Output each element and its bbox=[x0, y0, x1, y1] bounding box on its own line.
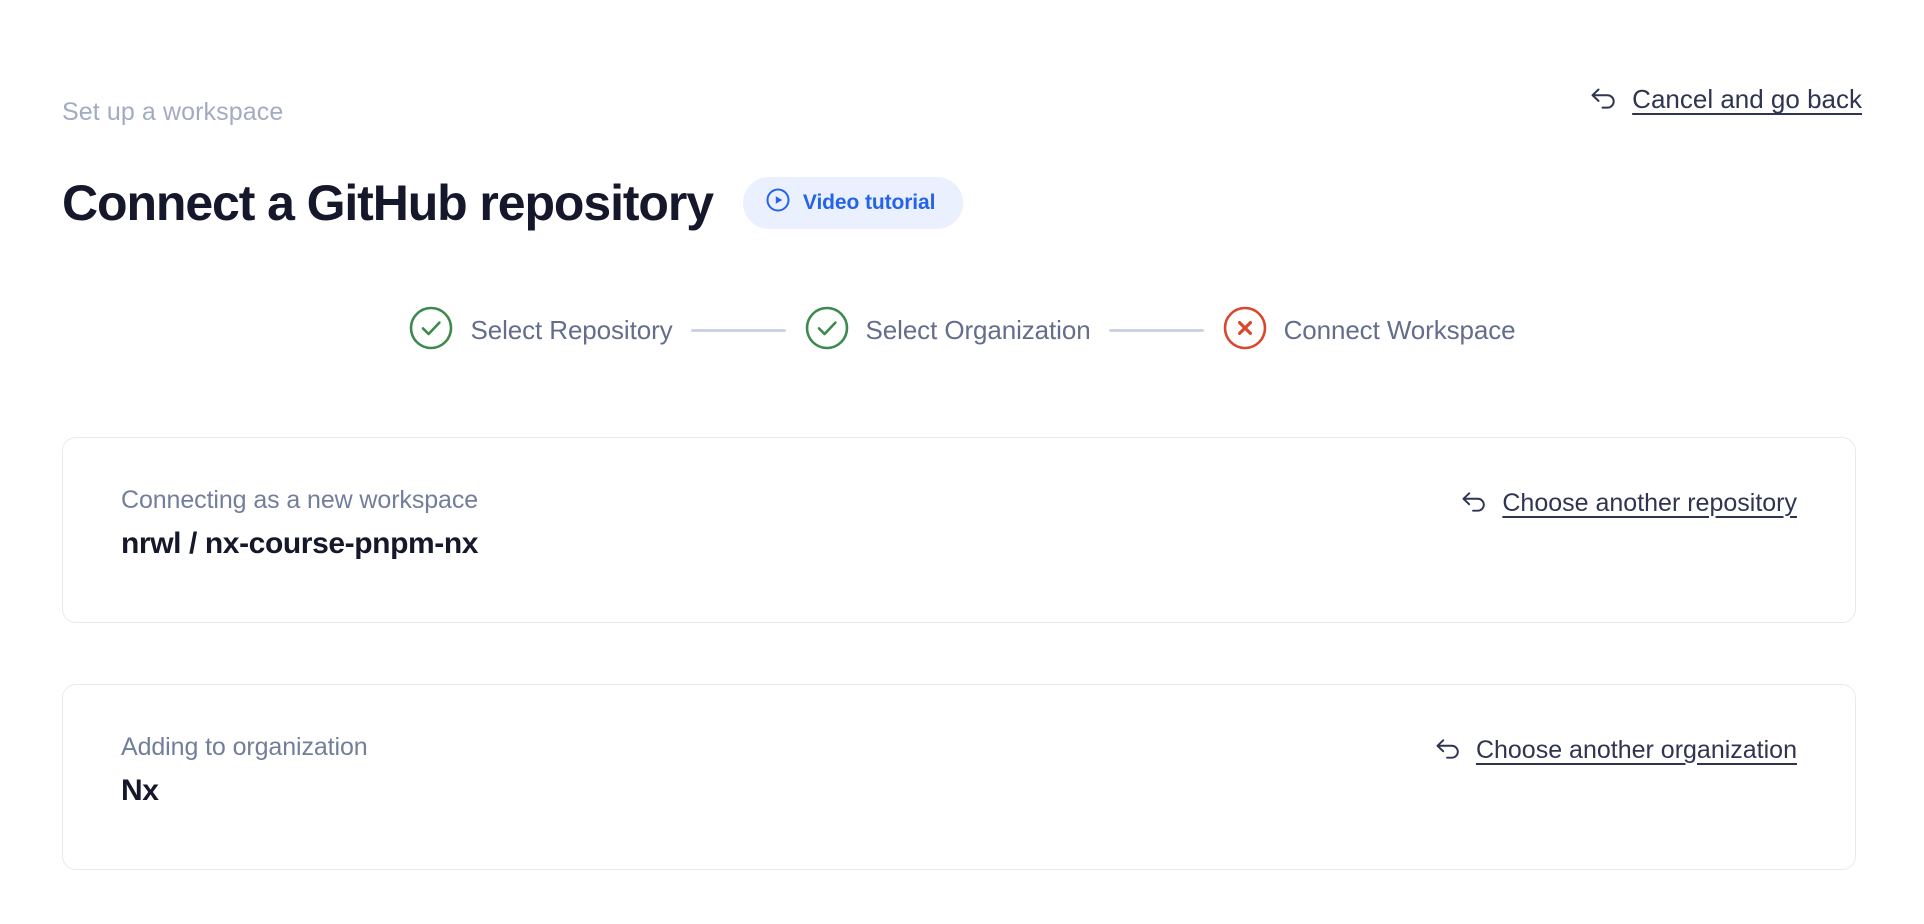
x-circle-icon bbox=[1222, 305, 1268, 356]
progress-stepper: Select Repository Select Organization Co… bbox=[0, 305, 1924, 356]
organization-card-text: Adding to organization Nx bbox=[121, 731, 368, 810]
page-header: Set up a workspace Connect a GitHub repo… bbox=[0, 0, 1924, 231]
organization-name: Nx bbox=[121, 774, 159, 807]
stepper-step-connect-workspace[interactable]: Connect Workspace bbox=[1222, 305, 1516, 356]
check-circle-icon bbox=[408, 305, 454, 356]
play-circle-icon bbox=[765, 187, 791, 218]
organization-card-value: Nx bbox=[121, 772, 368, 810]
stepper-connector-2 bbox=[1108, 329, 1204, 332]
check-circle-icon bbox=[804, 305, 850, 356]
repository-name: nx-course-pnpm-nx bbox=[204, 527, 479, 560]
repository-card-caption: Connecting as a new workspace bbox=[121, 486, 479, 514]
stepper-label-select-organization: Select Organization bbox=[865, 315, 1091, 345]
title-row: Connect a GitHub repository Video tutori… bbox=[62, 140, 964, 265]
breadcrumb-eyebrow: Set up a workspace bbox=[62, 98, 284, 126]
choose-another-repository-label: Choose another repository bbox=[1502, 488, 1797, 517]
organization-card: Adding to organization Nx Choose another… bbox=[62, 684, 1856, 870]
repository-card-inner: Connecting as a new workspace nrwl / nx-… bbox=[63, 438, 1855, 622]
video-tutorial-label: Video tutorial bbox=[802, 190, 936, 214]
choose-another-organization-link[interactable]: Choose another organization bbox=[1434, 735, 1797, 765]
repository-card-value: nrwl / nx-course-pnpm-nx bbox=[121, 525, 479, 563]
back-arrow-icon bbox=[1434, 735, 1463, 765]
stepper-label-connect-workspace: Connect Workspace bbox=[1283, 315, 1516, 345]
repository-card-text: Connecting as a new workspace nrwl / nx-… bbox=[121, 484, 479, 563]
stepper-step-select-organization[interactable]: Select Organization bbox=[804, 305, 1091, 356]
organization-card-inner: Adding to organization Nx Choose another… bbox=[63, 685, 1855, 869]
page-title: Connect a GitHub repository bbox=[62, 174, 714, 231]
back-arrow-icon bbox=[1460, 488, 1489, 518]
back-arrow-icon bbox=[1589, 84, 1619, 115]
repository-card: Connecting as a new workspace nrwl / nx-… bbox=[62, 437, 1856, 623]
cancel-and-go-back-label: Cancel and go back bbox=[1632, 84, 1862, 114]
stepper-label-select-repository: Select Repository bbox=[470, 315, 673, 345]
choose-another-organization-label: Choose another organization bbox=[1475, 735, 1797, 764]
stepper-connector-1 bbox=[690, 329, 786, 332]
organization-card-caption: Adding to organization bbox=[121, 733, 368, 761]
stepper-step-select-repository[interactable]: Select Repository bbox=[408, 305, 673, 356]
choose-another-repository-link[interactable]: Choose another repository bbox=[1460, 488, 1797, 518]
video-tutorial-button[interactable]: Video tutorial bbox=[742, 176, 964, 229]
cancel-and-go-back-link[interactable]: Cancel and go back bbox=[1589, 84, 1862, 115]
repository-owner: nrwl / bbox=[121, 527, 205, 560]
